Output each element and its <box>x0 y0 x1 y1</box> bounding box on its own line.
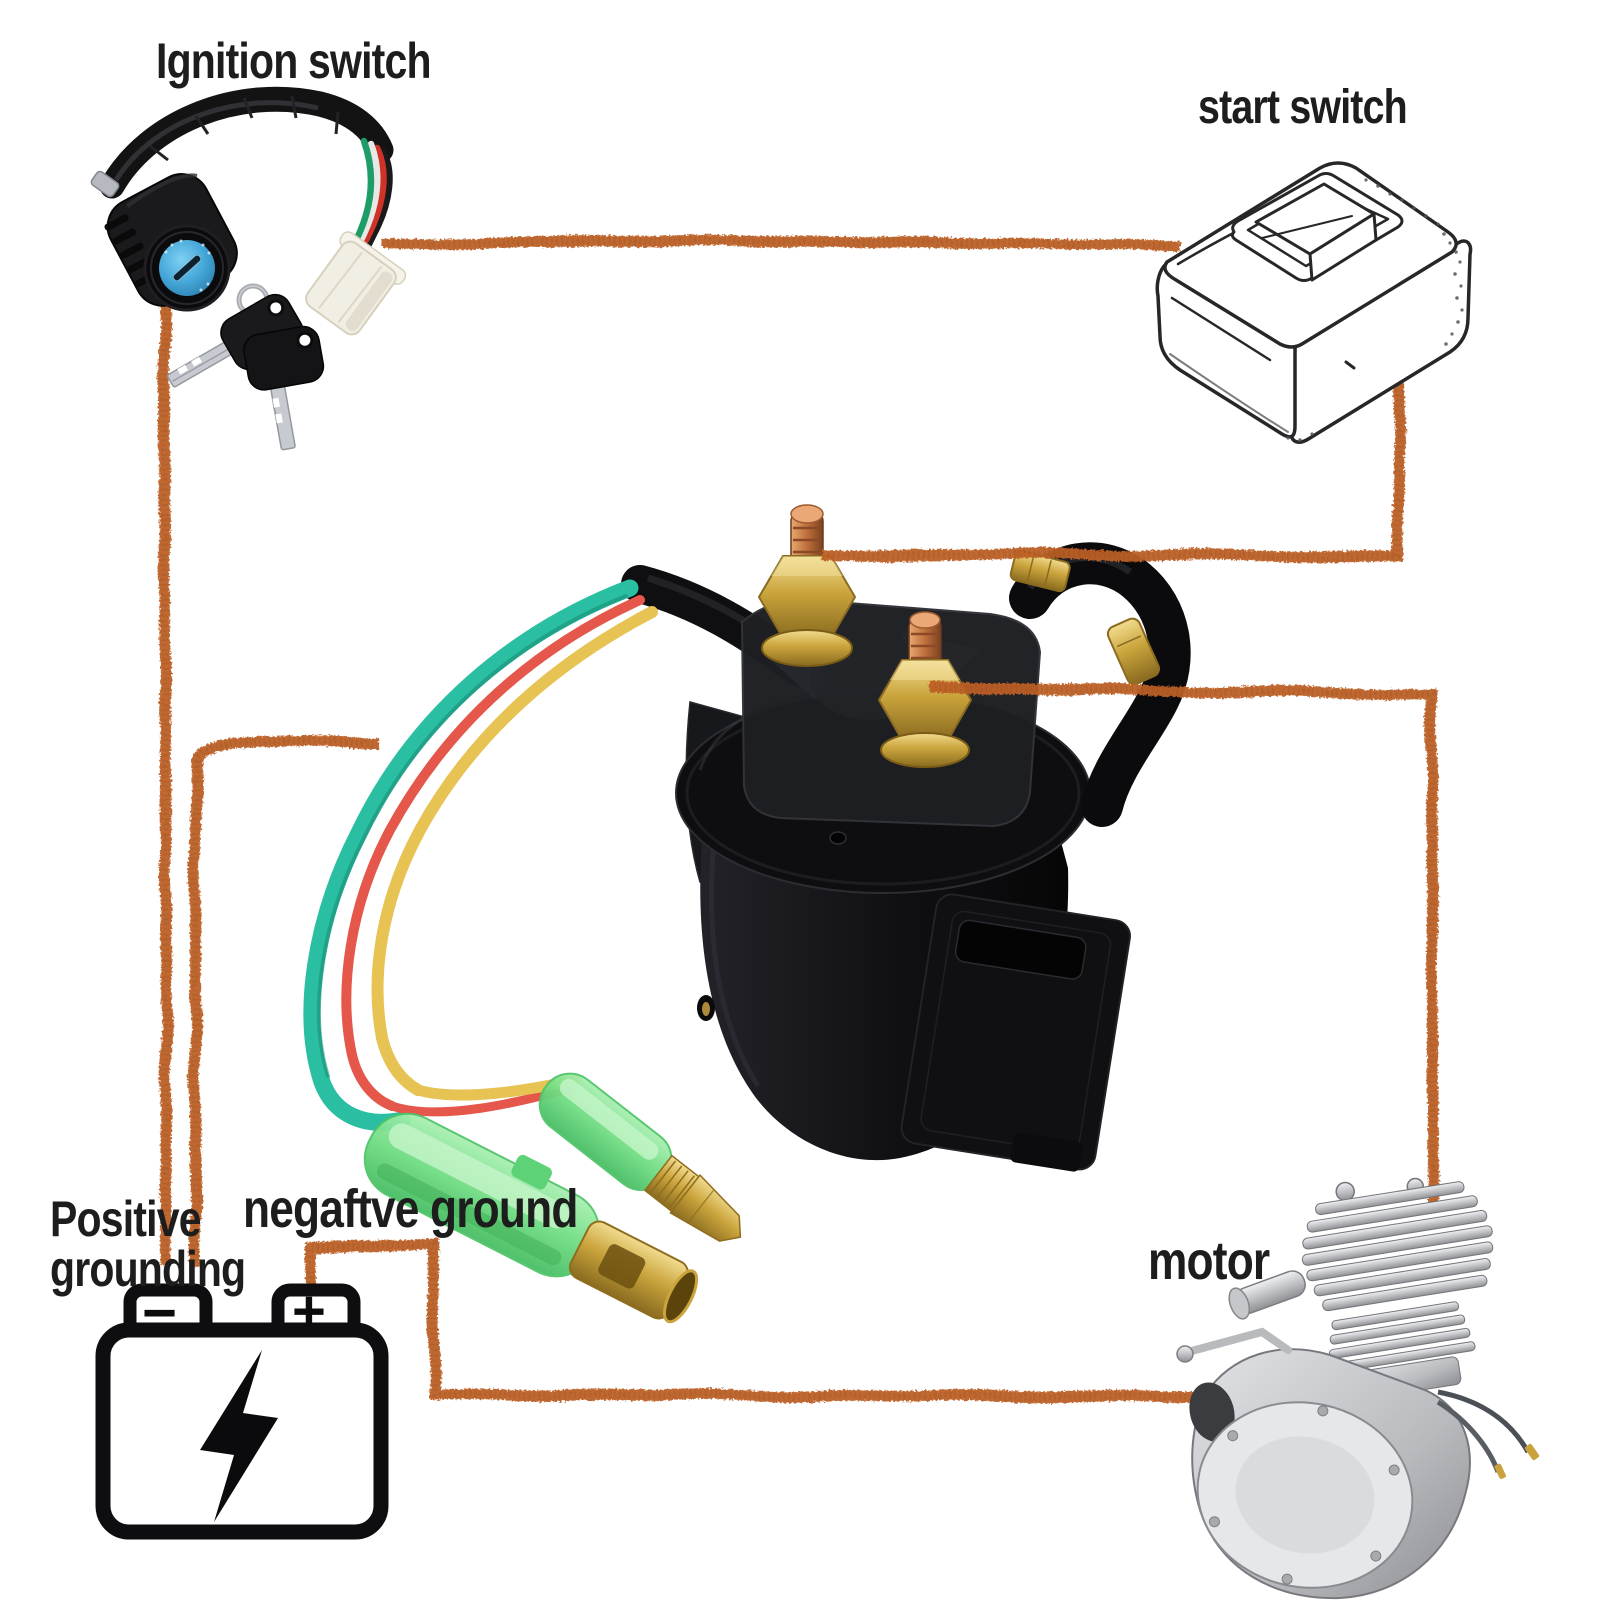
ignition-switch-icon <box>90 86 407 451</box>
start-switch-icon <box>1155 161 1473 444</box>
battery-icon <box>95 1283 389 1540</box>
start-switch-label: start switch <box>1198 81 1408 134</box>
wire-battery-positive-to-motor <box>304 1238 1204 1403</box>
ignition-keys <box>166 283 325 451</box>
wire-negative-ground-L <box>189 734 378 1268</box>
teal-wire <box>303 579 639 1131</box>
battery-plus-symbol: + <box>292 1279 326 1344</box>
motor-label: motor <box>1148 1231 1270 1291</box>
solenoid-terminal-2 <box>877 611 973 768</box>
ignition-switch-label: Ignition switch <box>156 33 432 89</box>
green-connector-small <box>538 1072 742 1242</box>
negative-ground-label: negaftve ground <box>243 1179 578 1239</box>
solenoid-relay-icon <box>621 504 1191 1172</box>
positive-grounding-label: Positive grounding <box>50 1191 246 1297</box>
wire-lines-back-texture <box>160 237 1199 1401</box>
red-wire <box>341 595 645 1111</box>
yellow-wire <box>371 606 658 1096</box>
green-connector-large <box>363 1112 699 1324</box>
ignition-connector <box>305 231 407 336</box>
motor-icon <box>1176 1177 1540 1600</box>
battery-minus-symbol: − <box>142 1279 178 1346</box>
start-switch-stipple <box>1286 178 1464 442</box>
lightning-bolt-icon <box>200 1350 278 1522</box>
wire-ignition-to-startswitch <box>382 235 1180 252</box>
solenoid-lead-wires <box>303 579 658 1131</box>
solenoid-terminal-1 <box>757 504 857 667</box>
